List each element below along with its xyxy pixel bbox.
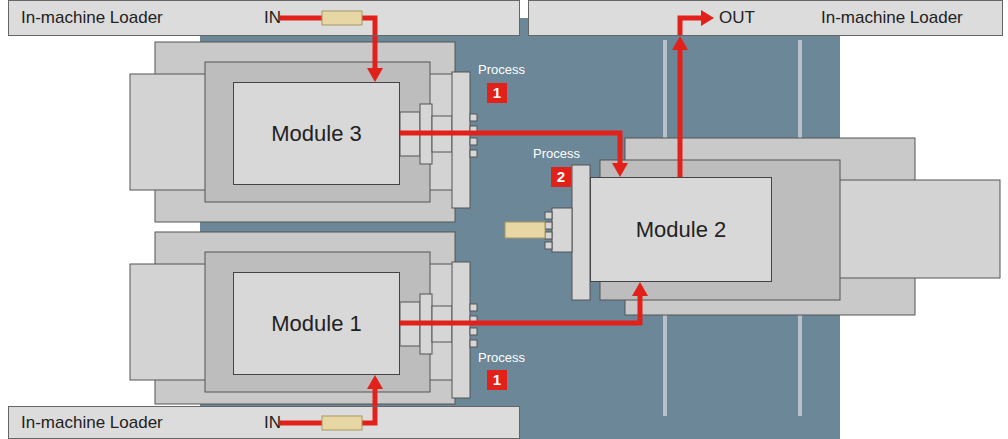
process-label: Process [478,62,525,77]
callout-number: 1 [487,370,507,390]
loader-fill [8,406,520,439]
callout-number: 1 [487,83,507,103]
chuck-jaw [545,212,552,219]
chuck-jaw [470,340,477,347]
chuck-jaw [470,114,477,121]
loader-bar: OUT In-machine Loader [528,0,1003,36]
process-label: Process [533,146,580,161]
carriage [205,252,430,392]
loader-bar: In-machine Loader IN [8,406,520,439]
chuck-jaw [545,232,552,239]
workpiece [322,416,362,430]
workpiece [505,222,545,238]
loader-text: OUT [719,1,755,35]
carriage [205,62,430,202]
module-name: Module 1 [271,311,362,337]
process-label: Process [478,350,525,365]
transfer-line [680,18,702,36]
module-name: Module 2 [636,217,727,243]
loader-text: In-machine Loader [821,1,963,35]
work-area [200,18,840,439]
module-name: Module 3 [271,121,362,147]
loader-text: In-machine Loader [21,407,163,438]
face-plate [572,165,590,300]
flow-arrow [678,50,683,177]
workpiece [322,11,362,25]
module-box: Module 1 [233,272,400,375]
chuck-jaw [470,328,477,335]
flow-arrow [373,36,378,68]
loader-fill [8,0,520,36]
loader-fill [528,0,1003,36]
loader-text: IN [264,407,281,438]
callout-number: 2 [551,167,571,187]
face-plate [452,262,470,398]
chuck-jaw [470,304,477,311]
face-plate [452,72,470,208]
flow-arrow [373,389,378,406]
module-box: Module 3 [233,82,400,185]
chuck-jaw [545,242,552,249]
chuck [552,208,572,252]
chuck-jaw [470,150,477,157]
flow-arrow [400,133,620,163]
flow-arrow [400,296,640,323]
module-box: Module 2 [590,177,772,282]
loader-text: In-machine Loader [21,1,163,35]
chuck-jaw [545,222,552,229]
arrow-head [701,10,714,26]
loader-bar: In-machine Loader IN [8,0,520,36]
chuck-jaw [470,138,477,145]
loader-text: IN [264,1,281,35]
